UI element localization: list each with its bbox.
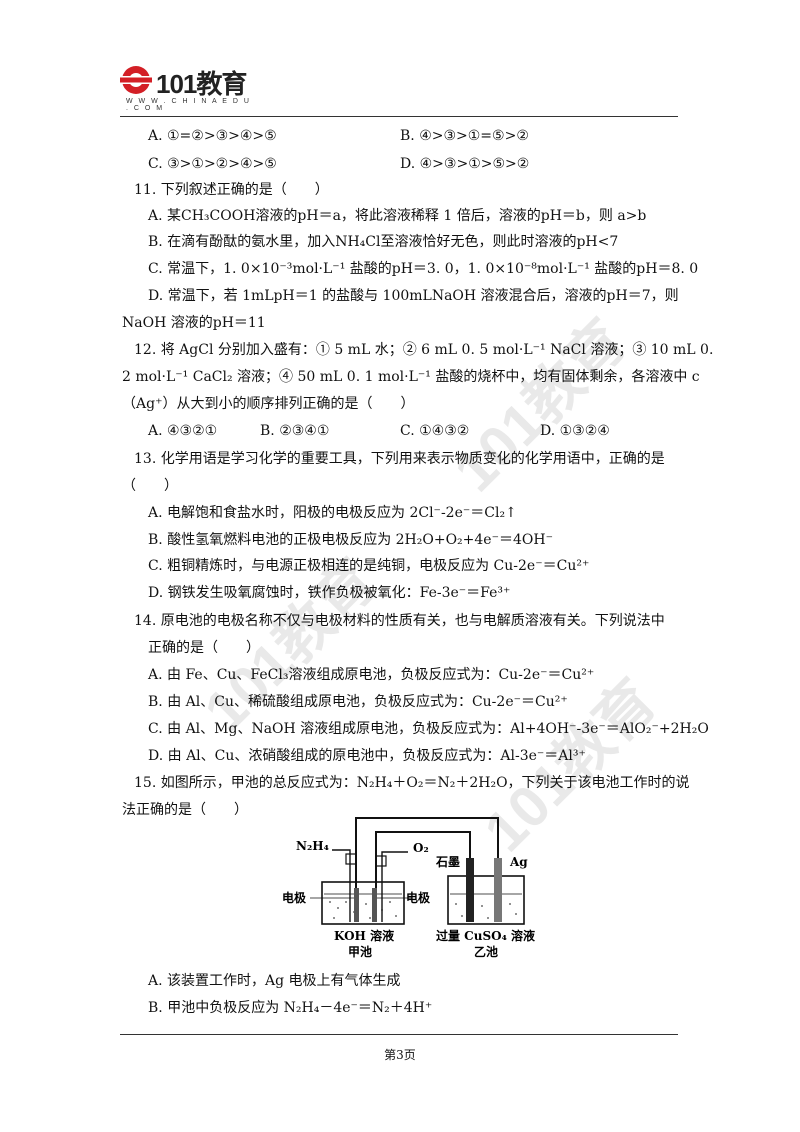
q11-option-d: D. 常温下，若 1mLpH＝1 的盐酸与 100mLNaOH 溶液混合后，溶液… — [148, 288, 679, 304]
logo-text: 101教育 — [156, 69, 247, 99]
q12-option-a: A. ④③②① — [148, 423, 218, 439]
silver-electrode — [494, 858, 502, 922]
page-number: 第3页 — [384, 1048, 416, 1062]
header-rule — [120, 116, 678, 117]
q13-option-d: D. 钢铁发生吸氧腐蚀时，铁作负极被氧化：Fe-3e⁻＝Fe³⁺ — [148, 585, 511, 601]
label-ag: Ag — [509, 855, 528, 869]
label-koh: KOH 溶液 — [334, 928, 394, 943]
q15-option-b: B. 甲池中负极反应为 N₂H₄－4e⁻＝N₂＋4H⁺ — [148, 1000, 433, 1016]
q15-stem: 15. 如图所示，甲池的总反应式为：N₂H₄＋O₂＝N₂＋2H₂O，下列关于该电… — [134, 775, 690, 791]
q13-stem: 13. 化学用语是学习化学的重要工具，下列用来表示物质变化的化学用语中，正确的是 — [134, 451, 665, 467]
q15-stem-cont: 法正确的是（ ） — [122, 802, 248, 818]
q13-option-b: B. 酸性氢氧燃料电池的正极电极反应为 2H₂O+O₂+4e⁻＝4OH⁻ — [148, 532, 553, 548]
logo-url: W W W . C H I N A E D U . C O M — [126, 98, 251, 112]
q11-option-a: A. 某CH₃COOH溶液的pH＝a，将此溶液稀释 1 倍后，溶液的pH＝b，则… — [148, 208, 647, 224]
q11-stem: 11. 下列叙述正确的是（ ） — [134, 182, 329, 198]
q12-option-d: D. ①③②④ — [540, 423, 610, 439]
label-o2: O₂ — [413, 841, 429, 855]
label-electrode-left: 电极 — [282, 890, 307, 905]
q13-option-c: C. 粗铜精炼时，与电源正极相连的是纯铜，电极反应为 Cu-2e⁻＝Cu²⁺ — [148, 558, 590, 574]
q13-stem-cont: （ ） — [122, 478, 178, 494]
q10-option-b: B. ④>③>①=⑤>② — [400, 128, 529, 144]
q10-option-d: D. ④>③>①>⑤>② — [400, 156, 530, 172]
label-electrode-right: 电极 — [406, 890, 431, 905]
beaker-jia — [321, 881, 405, 925]
q13-option-a: A. 电解饱和食盐水时，阳极的电极反应为 2Cl⁻-2e⁻＝Cl₂↑ — [148, 505, 517, 521]
electrode-right — [372, 888, 377, 922]
q12-option-b: B. ②③④① — [260, 423, 330, 439]
q15-option-a: A. 该装置工作时，Ag 电极上有气体生成 — [148, 973, 401, 989]
q12-stem-cont: （Ag⁺）从大到小的顺序排列正确的是（ ） — [122, 396, 415, 412]
q11-option-b: B. 在滴有酚酞的氨水里，加入NH₄Cl至溶液恰好无色，则此时溶液的pH<7 — [148, 234, 619, 250]
logo-mark-icon — [118, 66, 154, 94]
q10-option-a: A. ①=②>③>④>⑤ — [148, 128, 277, 144]
footer-rule — [120, 1034, 678, 1035]
q14-option-d: D. 由 Al、Cu、浓硝酸组成的原电池中，负极反应式为：Al-3e⁻＝Al³⁺ — [148, 748, 586, 764]
electrode-left — [354, 888, 359, 922]
q12-stem-cont: 2 mol·L⁻¹ CaCl₂ 溶液；④ 50 mL 0. 1 mol·L⁻¹ … — [122, 369, 700, 385]
q12-stem: 12. 将 AgCl 分别加入盛有：① 5 mL 水；② 6 mL 0. 5 m… — [134, 342, 714, 358]
label-graphite: 石墨 — [435, 855, 460, 869]
label-yi: 乙池 — [474, 944, 498, 959]
logo: 101教育 W W W . C H I N A E D U . C O M — [118, 62, 258, 112]
electrochemical-cell-diagram: N₂H₄ O₂ 石墨 Ag 电极 电极 KOH 溶液 甲池 过量 CuSO₄ 溶… — [282, 817, 535, 959]
q11-option-c: C. 常温下，1. 0×10⁻³mol·L⁻¹ 盐酸的pH＝3. 0，1. 0×… — [148, 261, 699, 277]
label-n2h4: N₂H₄ — [296, 839, 329, 853]
beaker-yi — [447, 875, 525, 925]
q10-option-c: C. ③>①>②>④>⑤ — [148, 156, 277, 172]
q14-stem: 14. 原电池的电极名称不仅与电极材料的性质有关，也与电解质溶液有关。下列说法中 — [134, 613, 665, 629]
label-jia: 甲池 — [348, 944, 372, 959]
watermark: 101教育 — [442, 307, 639, 505]
q14-stem-cont: 正确的是（ ） — [148, 640, 260, 656]
q14-option-a: A. 由 Fe、Cu、FeCl₃溶液组成原电池，负极反应式为：Cu-2e⁻＝Cu… — [148, 667, 595, 683]
q14-option-c: C. 由 Al、Mg、NaOH 溶液组成原电池，负极反应式为：Al+4OH⁻-3… — [148, 721, 709, 737]
q11-option-d-cont: NaOH 溶液的pH＝11 — [122, 315, 266, 331]
q14-option-b: B. 由 Al、Cu、稀硫酸组成原电池，负极反应式为：Cu-2e⁻＝Cu²⁺ — [148, 694, 568, 710]
label-cuso4: 过量 CuSO₄ 溶液 — [436, 928, 535, 943]
graphite-electrode — [466, 858, 474, 922]
q12-option-c: C. ①④③② — [400, 423, 470, 439]
